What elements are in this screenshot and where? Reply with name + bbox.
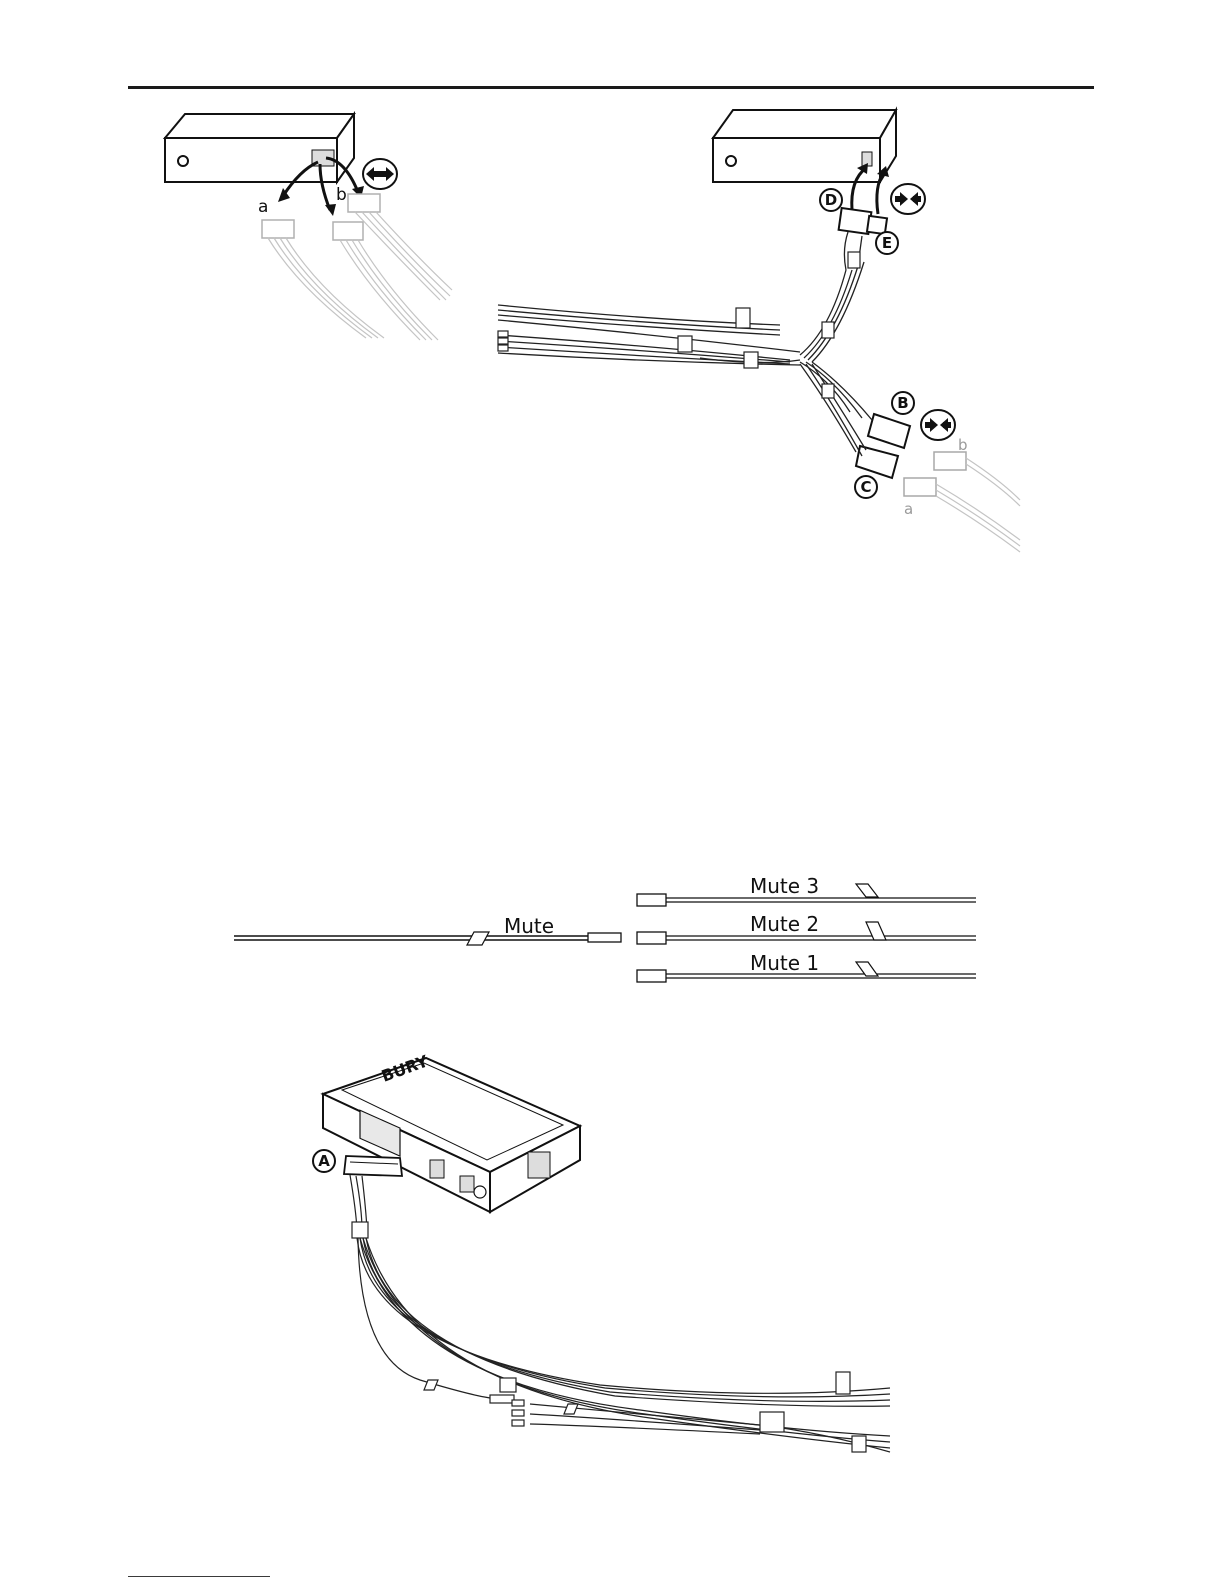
badge-a: A (313, 1150, 335, 1172)
bury-module (323, 1058, 580, 1212)
connector-a (344, 1156, 402, 1176)
footer-rule (128, 1576, 270, 1577)
svg-text:A: A (318, 1152, 330, 1170)
